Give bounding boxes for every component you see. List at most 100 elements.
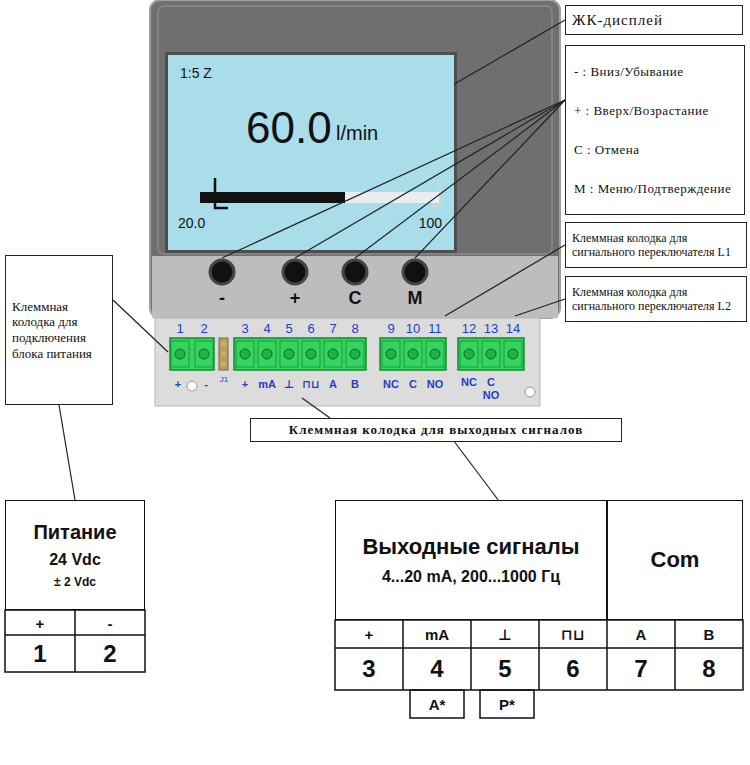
pin-name: NO <box>427 379 444 390</box>
table-cell: ⊥ <box>498 627 512 642</box>
terminal-number: 5 <box>285 322 292 335</box>
housing <box>150 0 560 318</box>
terminal-number: 3 <box>241 322 248 335</box>
terminal-number: 7 <box>329 322 336 335</box>
pin-name: - <box>204 379 208 390</box>
node-text: + : Вверх/Возрастание <box>574 103 736 119</box>
table-cell: 3 <box>362 657 375 681</box>
terminal-number: 10 <box>406 322 420 335</box>
button-band <box>152 256 558 318</box>
lcd-screen <box>168 55 454 250</box>
table-cell: - <box>108 616 113 631</box>
display-bezel <box>165 52 457 253</box>
node-text: l/min <box>336 122 378 145</box>
pin-name: A <box>329 379 337 390</box>
callout-box: Клеммная колодка для сигнального переклю… <box>565 222 747 268</box>
table-cell: 2 <box>103 642 116 666</box>
node-text: Com <box>651 547 700 573</box>
terminal-number: 2 <box>200 322 207 335</box>
callout-box: Клеммная колодка для подключения блока п… <box>5 255 113 405</box>
pin-name: mA <box>258 379 276 390</box>
node-text: С : Отмена <box>574 142 736 158</box>
node-text: 24 Vdc <box>49 550 101 569</box>
callout-box: Клеммная колодка для выходных сигналов <box>250 418 622 442</box>
pin-name: + <box>175 379 181 390</box>
node-text: ЖК-дисплей <box>572 11 736 29</box>
button-label: - <box>219 289 225 307</box>
leader-connector <box>454 20 565 84</box>
table-cell: 4 <box>430 657 443 681</box>
table-cell: B <box>704 627 715 642</box>
node-text: - : Вниз/Убывание <box>574 64 736 80</box>
terminal-number: 6 <box>307 322 314 335</box>
terminal-number: 4 <box>263 322 270 335</box>
table-grid <box>5 610 743 718</box>
terminal-number: 8 <box>351 322 358 335</box>
callout-box: - : Вниз/Убывание + : Вверх/Возрастание С … <box>565 45 745 215</box>
node-text: Клеммная колодка для сигнального переклю… <box>572 285 740 314</box>
table-cell: 1 <box>33 642 46 666</box>
table-header: Питание24 Vdc± 2 Vdc <box>5 500 145 610</box>
pin-name: J1 <box>220 376 228 384</box>
node-text: 100 <box>419 215 442 231</box>
button-label: M <box>408 289 423 307</box>
table-cell: 5 <box>498 657 511 681</box>
node-text: ± 2 Vdc <box>54 575 96 589</box>
pin-name: NC <box>383 379 399 390</box>
node-text: 20.0 <box>178 215 205 231</box>
pin-name: ⊓⊔ <box>302 379 320 390</box>
pin-name: ⊥ <box>284 379 294 390</box>
terminal-number: 13 <box>484 322 498 335</box>
node-text: 1:5 Z <box>180 65 212 81</box>
table-cell: ⊓⊔ <box>561 627 585 642</box>
node-text: Клеммная колодка для выходных сигналов <box>257 422 615 438</box>
terminal-number: 11 <box>428 322 442 335</box>
bar-max-mark <box>432 182 440 206</box>
table-cell: A* <box>429 697 446 712</box>
node-text: Клеммная колодка для подключения блока п… <box>12 299 106 361</box>
terminal-number: 12 <box>462 322 476 335</box>
terminal-panel <box>155 318 540 406</box>
node-text: Выходные сигналы <box>362 534 579 560</box>
mounting-hole <box>187 381 197 391</box>
pin-name: NO <box>483 390 500 401</box>
table-cell: + <box>365 627 374 642</box>
table-cell: + <box>36 616 45 631</box>
leader-connector <box>455 442 499 500</box>
table-header: Выходные сигналы 4...20 mA, 200...1000 Гц <box>335 500 607 620</box>
pin-name: C <box>487 377 495 388</box>
button-label: + <box>290 289 301 307</box>
node-text: 4...20 mA, 200...1000 Гц <box>382 567 560 586</box>
pin-name: B <box>351 379 359 390</box>
button-label: C <box>349 289 362 307</box>
node-text: 60.0 <box>246 103 332 153</box>
housing-frame <box>158 6 552 254</box>
node-text: Клеммная колодка для сигнального переклю… <box>572 231 740 260</box>
callout-box: ЖК-дисплей <box>565 5 743 35</box>
table-cell: A <box>636 627 647 642</box>
pin-name: NC <box>461 377 477 388</box>
lcd-display: 1:5 Z 60.0l/min 20.0 100 <box>168 55 454 250</box>
table-cell: mA <box>425 627 449 642</box>
terminal-number: 14 <box>506 322 520 335</box>
leader-connector <box>59 405 75 500</box>
bar-fill <box>200 192 345 203</box>
terminal-number: 9 <box>387 322 394 335</box>
leader-lines <box>113 100 565 418</box>
table-header: Com <box>607 500 743 620</box>
terminal-blocks <box>170 338 524 370</box>
table-cell: 6 <box>566 657 579 681</box>
mounting-hole <box>525 387 535 397</box>
terminal-number: 1 <box>176 322 183 335</box>
table-cell: P* <box>499 697 515 712</box>
table-cell: 7 <box>634 657 647 681</box>
bar-min-mark <box>215 178 228 208</box>
pin-name: + <box>242 379 248 390</box>
table-cell: 8 <box>702 657 715 681</box>
node-text: М : Меню/Подтверждение <box>574 181 736 197</box>
jumper-j1 <box>219 338 228 370</box>
pin-name: C <box>409 379 417 390</box>
buttons <box>210 260 427 284</box>
callout-box: Клеммная колодка для сигнального переклю… <box>565 276 747 322</box>
